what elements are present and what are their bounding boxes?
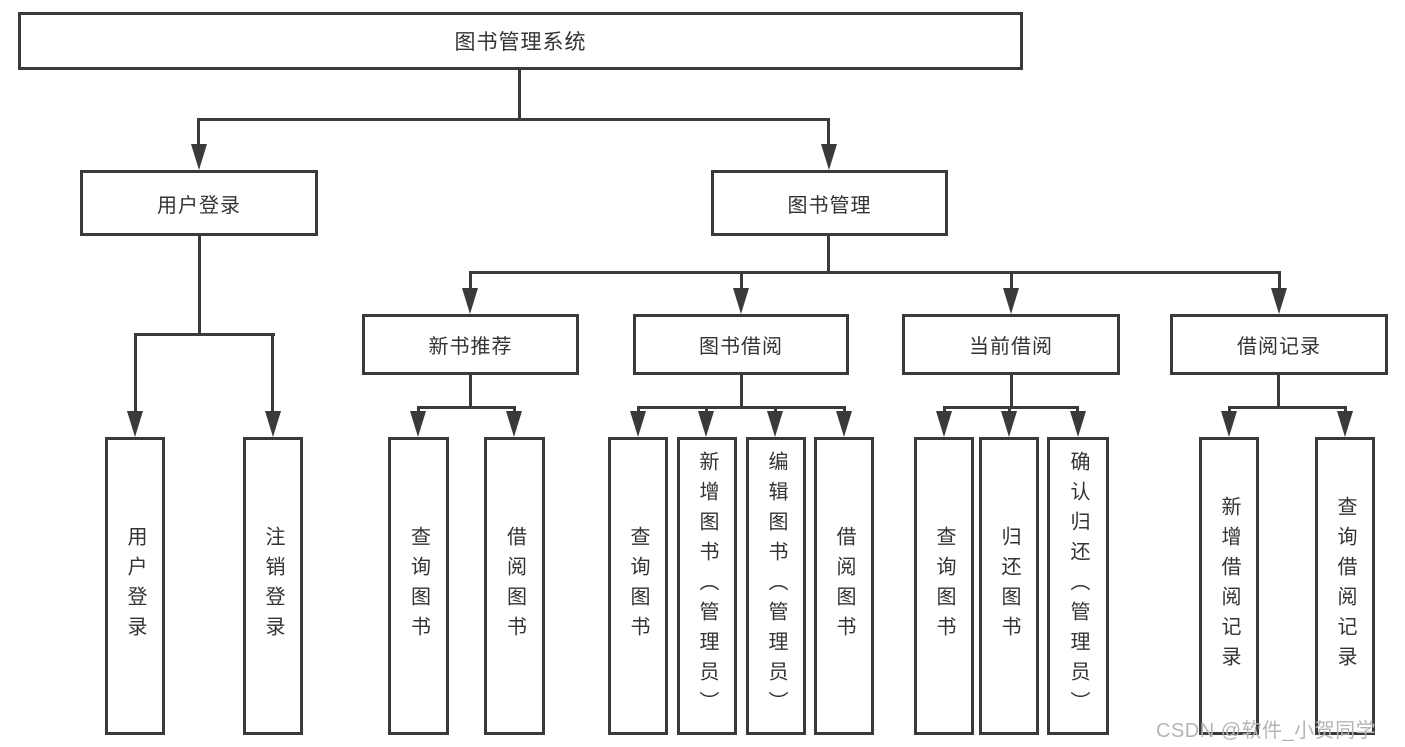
connector-drop-book-mgmt [827,118,830,148]
node-label: 查询图书 [933,526,955,646]
leaf-borrow-book-recommend: 借阅图书 [484,437,545,735]
arrow-down-icon [410,411,426,437]
connector-drop [271,333,274,413]
node-label: 新增图书（管理员） [696,451,718,721]
leaf-borrow-book: 借阅图书 [814,437,874,735]
connector-drop [1344,406,1347,415]
leaf-confirm-return-admin: 确认归还（管理员） [1047,437,1109,735]
arrow-down-icon [1001,411,1017,437]
csdn-watermark: CSDN @软件_小贺同学 [1156,720,1377,742]
arrow-down-icon [698,411,714,437]
arrow-down-icon [1070,411,1086,437]
connector-bookmgmt-stem [827,236,830,274]
node-label: 新增借阅记录 [1218,496,1240,676]
connector-drop [1008,406,1011,415]
arrow-down-icon [821,144,837,170]
leaf-user-login: 用户登录 [105,437,165,735]
node-book-borrow: 图书借阅 [633,314,849,375]
arrow-down-icon [265,411,281,437]
connector-branch [637,406,846,409]
connector-userlogin-stem [198,236,201,335]
connector-drop [705,406,708,415]
leaf-return-book: 归还图书 [979,437,1039,735]
arrow-down-icon [836,411,852,437]
leaf-add-borrow-record: 新增借阅记录 [1199,437,1259,735]
connector-branch [943,406,1079,409]
arrow-down-icon [630,411,646,437]
node-label: 注销登录 [262,526,284,646]
node-label: 借阅图书 [503,526,526,646]
node-label: 确认归还（管理员） [1067,451,1089,721]
node-label: 用户登录 [157,194,241,217]
node-label: 当前借阅 [969,336,1053,358]
node-new-book-recommend: 新书推荐 [362,314,579,375]
connector-drop [134,333,137,413]
connector-drop [740,271,743,293]
connector-drop [774,406,777,415]
arrow-down-icon [127,411,143,437]
arrow-down-icon [1337,411,1353,437]
node-label: 新书推荐 [428,336,513,358]
connector-stem [1277,375,1280,408]
node-library-management-system: 图书管理系统 [18,12,1023,70]
connector-drop [843,406,846,415]
arrow-down-icon [1003,288,1019,314]
connector-drop [1228,406,1231,415]
connector-branch [417,406,516,409]
connector-drop [417,406,420,415]
arrow-down-icon [1221,411,1237,437]
node-label: 查询图书 [407,526,430,646]
node-label: 图书借阅 [699,336,783,358]
node-borrow-record: 借阅记录 [1170,314,1388,375]
node-book-management: 图书管理 [711,170,948,236]
node-label: 编辑图书（管理员） [765,451,787,721]
node-current-borrow: 当前借阅 [902,314,1120,375]
arrow-down-icon [506,411,522,437]
connector-branch [1228,406,1347,409]
node-label: 借阅记录 [1237,336,1321,358]
connector-drop [513,406,516,415]
leaf-query-book-borrow: 查询图书 [608,437,668,735]
connector-drop-user-login [197,118,200,148]
connector-root-stem [518,70,521,118]
connector-userlogin-branch [134,333,275,336]
leaf-add-book-admin: 新增图书（管理员） [677,437,737,735]
node-label: 归还图书 [998,526,1020,646]
connector-drop [1076,406,1079,415]
connector-drop [1278,271,1281,293]
node-label: 用户登录 [124,526,146,646]
leaf-query-book-recommend: 查询图书 [388,437,449,735]
arrow-down-icon [733,288,749,314]
leaf-logout: 注销登录 [243,437,303,735]
connector-root-branch [197,118,830,121]
connector-drop [943,406,946,415]
node-label: 查询图书 [627,526,649,646]
node-user-login: 用户登录 [80,170,318,236]
connector-stem [740,375,743,408]
arrow-down-icon [462,288,478,314]
node-label: 图书管理 [787,194,872,217]
connector-drop [637,406,640,415]
connector-drop [469,271,472,293]
arrow-down-icon [767,411,783,437]
connector-bookmgmt-branch [469,271,1281,274]
connector-stem [1010,375,1013,408]
arrow-down-icon [936,411,952,437]
leaf-edit-book-admin: 编辑图书（管理员） [746,437,806,735]
connector-drop [1010,271,1013,293]
leaf-query-borrow-record: 查询借阅记录 [1315,437,1375,735]
arrow-down-icon [191,144,207,170]
node-label: 图书管理系统 [454,31,587,54]
arrow-down-icon [1271,288,1287,314]
node-label: 查询借阅记录 [1334,496,1356,676]
node-label: 借阅图书 [833,526,855,646]
leaf-query-book-current: 查询图书 [914,437,974,735]
connector-stem [469,375,472,408]
